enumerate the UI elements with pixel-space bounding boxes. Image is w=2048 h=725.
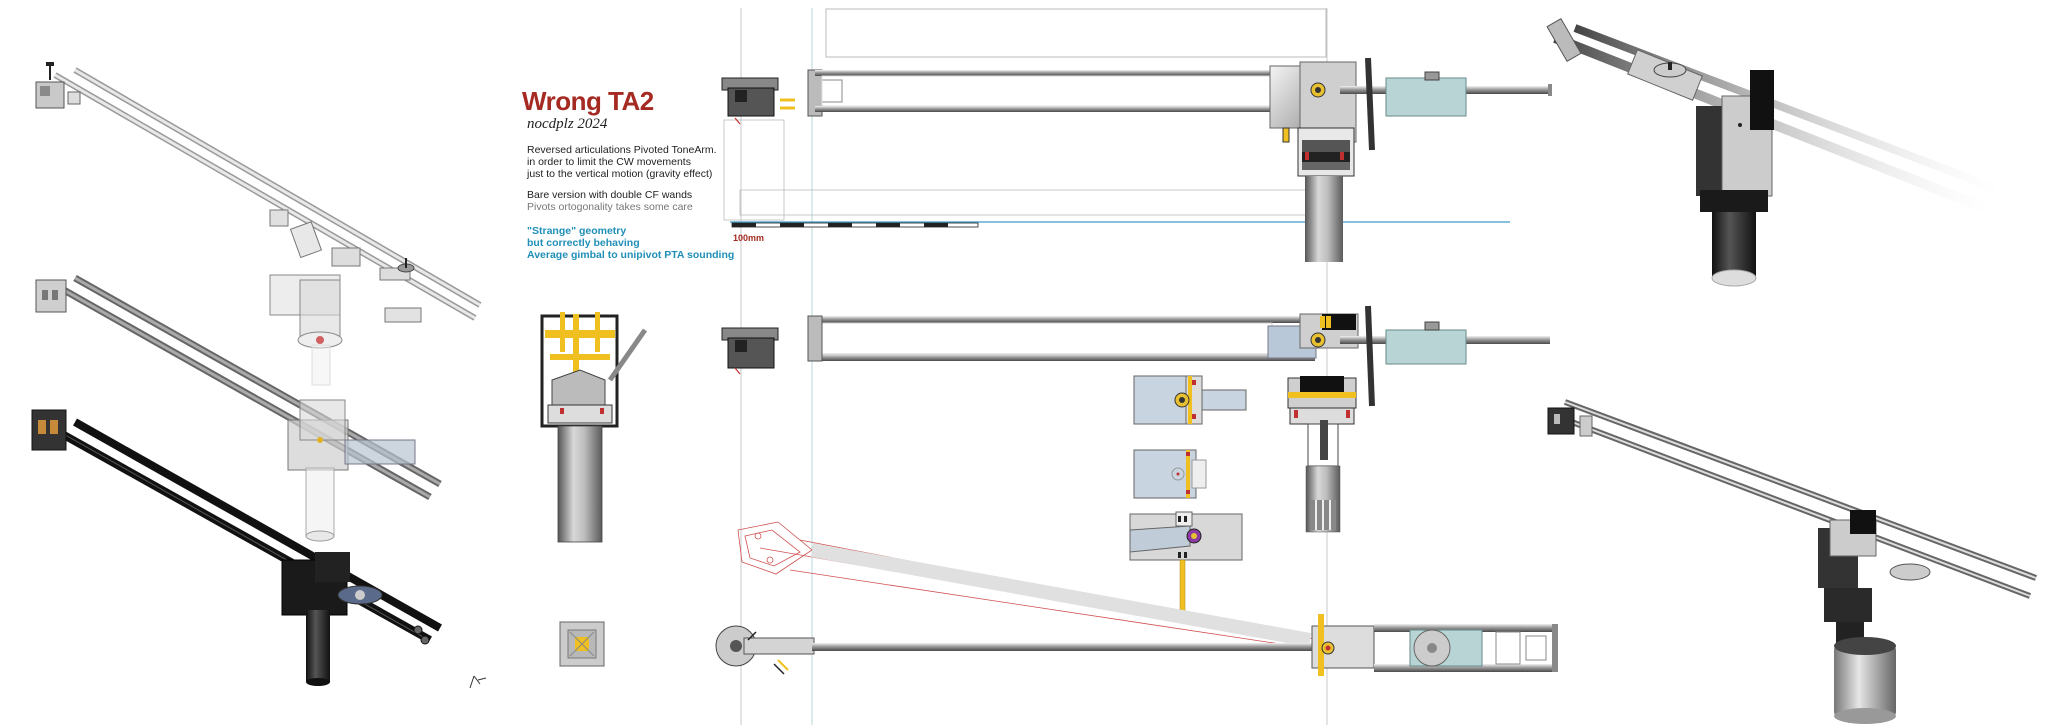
note-line-1: Reversed articulations Pivoted ToneArm.: [527, 144, 717, 156]
note-line-4: Bare version with double CF wands: [527, 189, 693, 201]
pivot-detail-3: [1129, 511, 1243, 623]
drawing-title: Wrong TA2: [522, 86, 654, 116]
cursor-icon: [469, 675, 487, 689]
highlight-line-1: "Strange" geometry: [527, 225, 627, 237]
author-year: nocdplz 2024: [527, 116, 608, 132]
note-line-3: just to the vertical motion (gravity eff…: [527, 168, 713, 180]
highlight-line-3: Average gimbal to unipivot PTA sounding: [527, 249, 735, 261]
pivot-detail-2: [1133, 449, 1207, 499]
top-view: [715, 521, 1558, 676]
render-bottom-right: [1547, 399, 2038, 724]
scale-label: 100mm: [733, 233, 765, 243]
side-view-top: [721, 57, 1552, 262]
top-square-view: [559, 621, 605, 667]
iso-arm-gray: [35, 274, 442, 542]
side-view-middle: [721, 305, 1550, 533]
render-top-right: [1546, 17, 2002, 287]
iso-arm-black: [31, 409, 442, 686]
note-line-5: Pivots ortogonality takes some care: [527, 201, 693, 213]
front-view: [540, 312, 648, 543]
highlight-line-2: but correctly behaving: [527, 237, 640, 249]
scale-bar: [731, 222, 979, 228]
pivot-detail-1: [1133, 375, 1247, 425]
iso-arm-transparent: [35, 62, 482, 386]
note-line-2: in order to limit the CW movements: [527, 156, 691, 168]
